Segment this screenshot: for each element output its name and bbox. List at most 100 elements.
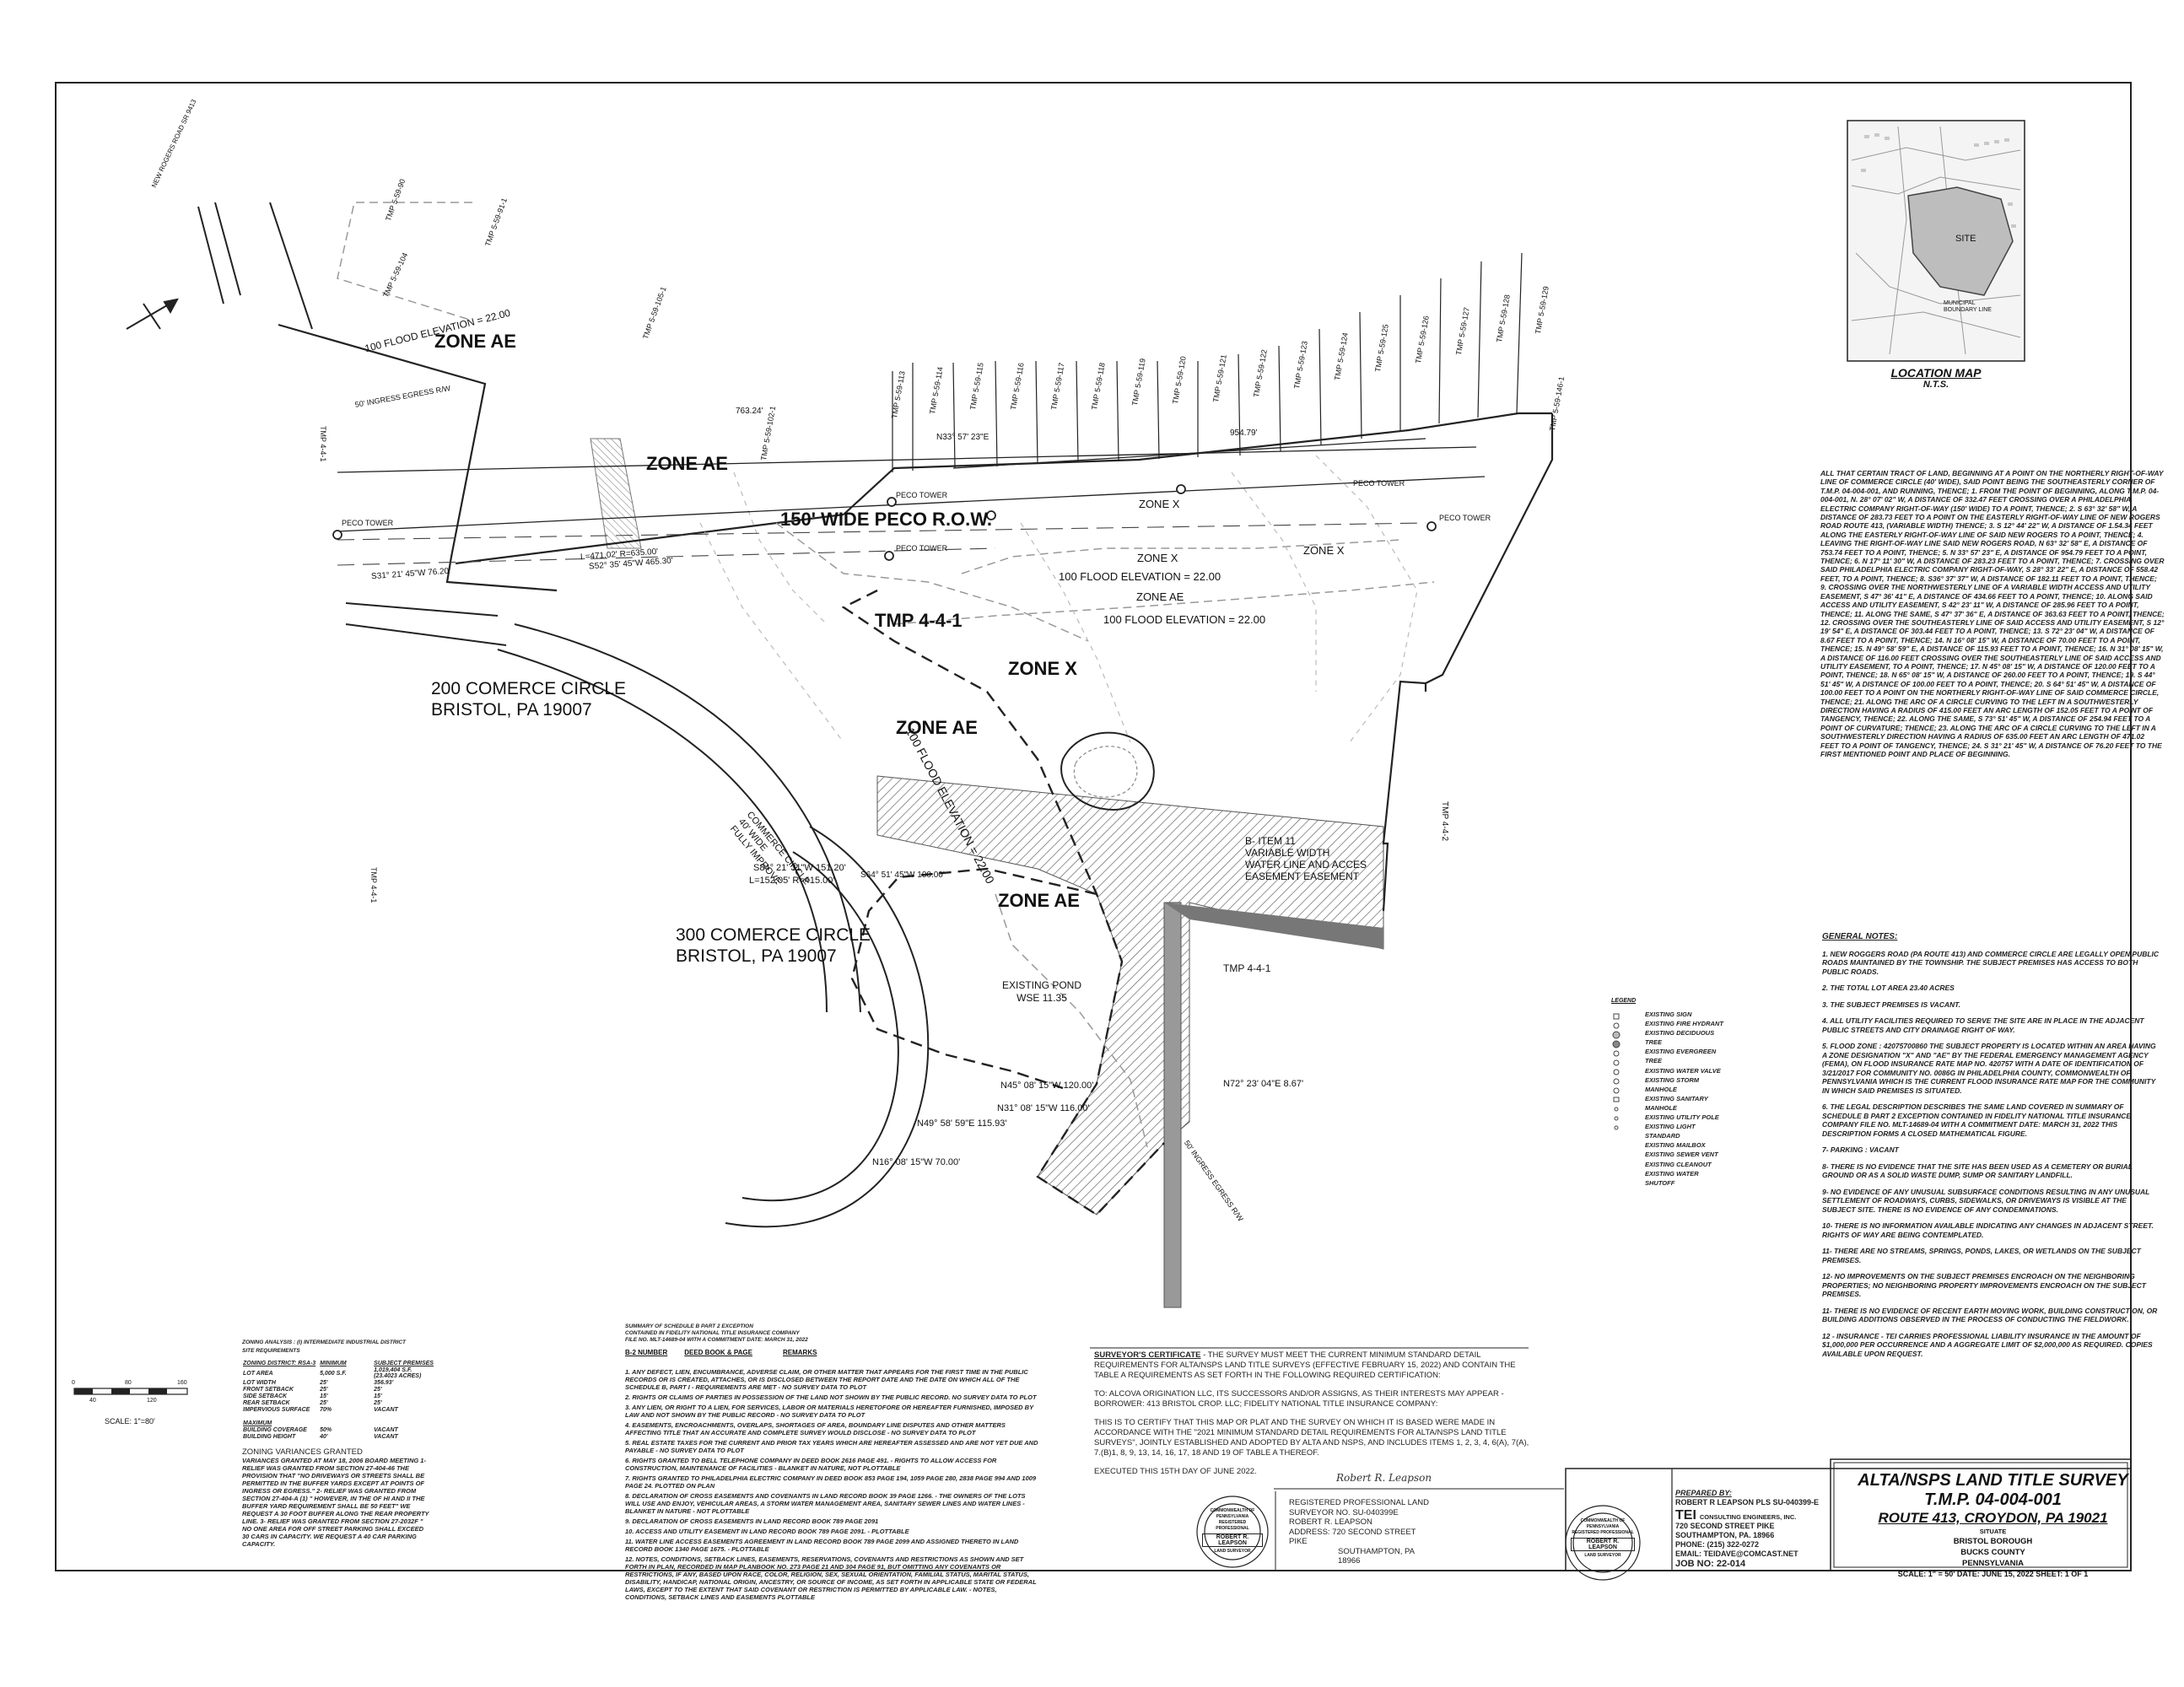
scale-tick-80: 80: [125, 1380, 132, 1386]
prep-line-3: PHONE: (215) 322-0272: [1675, 1540, 1760, 1549]
zoning-cell: 25': [320, 1380, 328, 1386]
prep-company-short: TEI: [1675, 1508, 1696, 1523]
zoning-cell: FRONT SETBACK: [243, 1387, 294, 1393]
easement-label: B- ITEM 11 VARIABLE WIDTH WATER LINE AND…: [1245, 835, 1367, 882]
bearing-14: 763.24': [736, 407, 763, 416]
zone-x-label-2: ZONE X: [1137, 552, 1178, 564]
zoning-cell: LOT WIDTH: [243, 1380, 276, 1386]
tmp-4-4-1-lower: TMP 4-4-1: [369, 867, 378, 903]
tmp-4-4-2: TMP 4-4-2: [1440, 801, 1449, 842]
zoning-cell: 1,019,404 S.F. (23.4023 ACRES): [374, 1367, 422, 1379]
easement-line-2: VARIABLE WIDTH: [1245, 847, 1330, 859]
legend-item: EXISTING EVERGREEN TREE: [1645, 1048, 1717, 1065]
tmp-main-label: TMP 4-4-1: [875, 610, 963, 631]
bearing-13: 954.79': [1230, 428, 1258, 438]
reg-line-4: ADDRESS: 720 SECOND STREET PIKE: [1289, 1527, 1416, 1547]
schedule-b-head-3: REMARKS: [782, 1349, 817, 1356]
schedule-b-item: 5. REAL ESTATE TAXES FOR THE CURRENT AND…: [625, 1439, 1038, 1454]
zoning-cell: BUILDING HEIGHT: [243, 1434, 296, 1440]
roads: [197, 202, 930, 1228]
cert-heading: SURVEYOR'S CERTIFICATE: [1094, 1350, 1201, 1360]
easement-line-3: WATER LINE AND ACCES: [1245, 859, 1367, 870]
general-note-item: 3. THE SUBJECT PREMISES IS VACANT.: [1822, 1000, 1961, 1009]
legend-item: EXISTING SIGN: [1645, 1011, 1692, 1018]
schedule-b-item: 11. WATER LINE ACCESS EASEMENTS AGREEMEN…: [625, 1538, 1019, 1553]
seal-1-mid: REGISTERED PROFESSIONAL: [1216, 1520, 1249, 1531]
municipal-label: MUNICIPAL BOUNDARY LINE: [1944, 300, 1992, 313]
schedule-b-head-2: DEED BOOK & PAGE: [684, 1349, 752, 1356]
zone-ae-label-4: ZONE AE: [998, 890, 1080, 911]
bearing-11: S64° 51' 45"W 100.00': [860, 870, 945, 880]
legend-item: EXISTING UTILITY POLE: [1645, 1113, 1719, 1122]
legend-item: EXISTING WATER SHUTOFF: [1645, 1169, 1699, 1187]
prep-line-1: 720 SECOND STREET PIKE: [1675, 1522, 1775, 1530]
tmp-4-4-1-pond: TMP 4-4-1: [1223, 962, 1271, 974]
prep-company: CONSULTING ENGINEERS, INC.: [1699, 1513, 1797, 1521]
scale-tick-0: 0: [72, 1380, 75, 1386]
general-note-item: 10- THERE IS NO INFORMATION AVAILABLE IN…: [1822, 1221, 2154, 1239]
zoning-head-1: ZONING DISTRICT: RSA-3: [243, 1361, 316, 1366]
schedule-b-item: 8. DECLARATION OF CROSS EASEMENTS AND CO…: [625, 1492, 1026, 1515]
schedule-b-item: 1. ANY DEFECT, LIEN, ENCUMBRANCE, ADVERS…: [625, 1368, 1028, 1391]
zoning-cell: 40': [320, 1434, 328, 1440]
schedule-b-head: B-2 NUMBER DEED BOOK & PAGE REMARKS: [625, 1349, 1038, 1356]
general-note-item: 1. NEW ROGGERS ROAD (PA ROUTE 413) AND C…: [1822, 949, 2160, 976]
survey-tmp: T.M.P. 04-004-001: [1924, 1490, 2062, 1509]
survey-title: ALTA/NSPS LAND TITLE SURVEY: [1858, 1471, 2128, 1490]
address-300: 300 COMERCE CIRCLE BRISTOL, PA 19007: [676, 924, 871, 967]
bearing-12: N33° 57' 23"E: [936, 433, 990, 442]
scale-bar: [73, 1388, 188, 1395]
zoning-cell: 25': [374, 1400, 382, 1406]
address-200: 200 COMERCE CIRCLE BRISTOL, PA 19007: [431, 678, 626, 720]
location-map-caption: LOCATION MAP N.T.S.: [1847, 366, 2025, 390]
general-note-item: 6. THE LEGAL DESCRIPTION DESCRIBES THE S…: [1822, 1102, 2131, 1138]
general-notes-title: GENERAL NOTES:: [1822, 932, 1898, 941]
schedule-b-item: 2. RIGHTS OR CLAIMS OF PARTIES IN POSSES…: [625, 1393, 1037, 1401]
survey-route: ROUTE 413, CROYDON, PA 19021: [1878, 1510, 2108, 1526]
peco-tower-label-3: PECO TOWER: [896, 544, 948, 552]
bearing-6: N45° 08' 15"W 120.00': [1000, 1081, 1094, 1091]
prep-job: JOB NO: 22-014: [1675, 1559, 1746, 1569]
zone-x-label-3: ZONE X: [1303, 544, 1345, 557]
general-note-item: 12- NO IMPROVEMENTS ON THE SUBJECT PREMI…: [1822, 1272, 2146, 1298]
legend-item: EXISTING SEWER VENT: [1645, 1151, 1718, 1159]
legend-item: EXISTING STORM MANHOLE: [1645, 1075, 1700, 1093]
peco-tower-label-1: PECO TOWER: [342, 519, 394, 527]
zoning-head-3: SUBJECT PREMISES: [374, 1361, 434, 1366]
survey-state: PENNSYLVANIA: [1961, 1559, 2025, 1568]
peco-row-label: 150' WIDE PECO R.O.W.: [780, 509, 992, 530]
legal-description: ALL THAT CERTAIN TRACT OF LAND, BEGINNIN…: [1820, 469, 2165, 758]
schedule-b-item: 12. NOTES, CONDITIONS, SETBACK LINES, EA…: [625, 1555, 1037, 1601]
easement-line-1: B- ITEM 11: [1245, 835, 1296, 847]
legend-item: EXISTING LIGHT STANDARD: [1645, 1123, 1696, 1140]
zoning-cell: 70%: [320, 1407, 332, 1413]
zone-ae-label-5: ZONE AE: [1136, 590, 1184, 603]
general-note-item: 2. THE TOTAL LOT AREA 23.40 ACRES: [1822, 984, 1955, 992]
general-notes: GENERAL NOTES: 1. NEW ROGGERS ROAD (PA R…: [1822, 932, 2160, 1366]
bearing-4: S84° 21' 31"W 151.20': [753, 863, 846, 873]
general-note-item: 9- NO EVIDENCE OF ANY UNUSUAL SUBSURFACE…: [1822, 1187, 2150, 1214]
site-label: SITE: [1955, 234, 1976, 244]
flood-elev-label-3: 100 FLOOD ELEVATION = 22.00: [1103, 613, 1266, 626]
zoning-cell: VACANT: [374, 1427, 398, 1433]
prepared-by: PREPARED BY: ROBERT R LEAPSON PLS SU-040…: [1675, 1489, 1832, 1569]
prep-by: ROBERT R LEAPSON PLS SU-040399-E: [1675, 1498, 1820, 1506]
pond-label: EXISTING POND WSE 11.35: [1002, 979, 1081, 1005]
seal-2-top: COMMONWEALTH OF PENNSYLVANIA: [1580, 1518, 1626, 1529]
seal-1-name: ROBERT R. LEAPSON: [1202, 1533, 1263, 1547]
schedule-b-title-1: SUMMARY OF SCHEDULE B PART 2 EXCEPTION: [625, 1323, 753, 1329]
scale-label: SCALE: 1"=80': [105, 1417, 155, 1426]
zoning-cell: VACANT: [374, 1407, 398, 1413]
zoning-cell: REAR SETBACK: [243, 1400, 290, 1406]
survey-borough: BRISTOL BOROUGH: [1953, 1537, 2033, 1546]
zoning-cell: LOT AREA: [243, 1370, 273, 1377]
schedule-b-list: 1. ANY DEFECT, LIEN, ENCUMBRANCE, ADVERS…: [625, 1368, 1038, 1601]
schedule-b-item: 4. EASEMENTS, ENCROACHMENTS, OVERLAPS, S…: [625, 1421, 1006, 1436]
schedule-b-title-2: CONTAINED IN FIDELITY NATIONAL TITLE INS…: [625, 1330, 800, 1336]
peco-tower-label-5: PECO TOWER: [1353, 479, 1405, 488]
flood-lines: [337, 202, 1435, 1148]
